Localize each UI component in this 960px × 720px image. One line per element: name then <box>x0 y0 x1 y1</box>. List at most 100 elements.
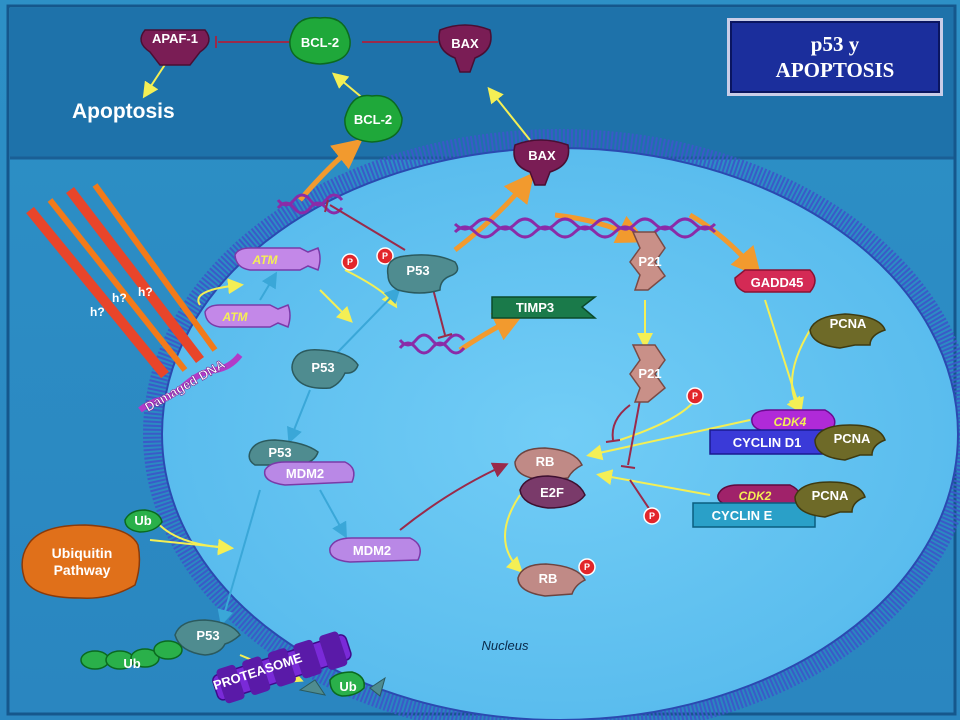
label-p53-phos: P53 <box>406 263 429 278</box>
nuclear-envelope <box>143 129 960 720</box>
label-h3: h? <box>90 305 105 319</box>
arrow-atm-p53 <box>319 289 353 323</box>
label-pcna-mid: PCNA <box>834 431 871 446</box>
label-ubiquitin-2: Pathway <box>54 562 111 578</box>
atm-upper-protein <box>234 247 321 271</box>
label-p-cdk4: P <box>692 391 698 401</box>
phosphate-p53 <box>376 247 394 265</box>
label-ub-chain: Ub <box>123 656 140 671</box>
phosphate-atm <box>341 253 359 271</box>
arrow-to-p21 <box>554 212 648 243</box>
p21-bottom-protein <box>629 344 667 403</box>
damaged-dna-strand <box>138 353 243 413</box>
label-h1: h? <box>138 285 153 299</box>
arrow-to-bax <box>453 172 535 252</box>
label-p-rb: P <box>584 562 590 572</box>
label-pcna-top: PCNA <box>830 316 867 331</box>
arrow-bax-bax <box>487 86 531 141</box>
bax-top-protein <box>438 24 492 73</box>
pcna-top-protein <box>809 313 886 349</box>
arrow-p53-to-mdm2 <box>287 389 311 444</box>
inhibit-p53-bcl2 <box>329 204 406 251</box>
label-pcna-bottom: PCNA <box>812 488 849 503</box>
phosphate-rb <box>578 558 596 576</box>
p53-mid-protein <box>291 349 359 390</box>
arrow-p53-to-p53phos <box>334 287 401 356</box>
arrow-bcl2-bcl2 <box>331 72 366 101</box>
ubiquitin-pathway-blob <box>21 524 141 599</box>
label-atm-lower: ATM <box>221 310 248 324</box>
phosphate-cdk4 <box>686 387 704 405</box>
ub-bottom-fragments <box>298 671 386 697</box>
label-p21-bottom: P21 <box>638 366 661 381</box>
label-cyclin-d1: CYCLIN D1 <box>733 435 802 450</box>
atm-lower-protein <box>204 304 291 328</box>
label-rb: RB <box>536 454 555 469</box>
label-bcl2-top: BCL-2 <box>301 35 339 50</box>
label-bax-nucleus: BAX <box>528 148 556 163</box>
inhibit-p21-cdk2 <box>627 399 641 466</box>
bcl2-nucleus-protein <box>344 94 403 143</box>
label-h2: h? <box>112 291 127 305</box>
label-apaf1: APAF-1 <box>152 31 198 46</box>
label-atm-upper: ATM <box>251 253 278 267</box>
arrow-gadd45-cdk4 <box>764 299 804 414</box>
label-p53-deg: P53 <box>196 628 219 643</box>
ub-top-protein <box>124 509 163 533</box>
proteasome <box>212 631 352 704</box>
cdk2-cyclin-e-complex <box>692 481 866 528</box>
label-ub-bottom: Ub <box>339 679 356 694</box>
bax-nucleus-protein <box>513 139 570 186</box>
label-bcl2-nucleus: BCL-2 <box>354 112 392 127</box>
arrow-atm-up <box>259 271 278 301</box>
arrow-p53-deg <box>217 489 261 626</box>
inhibit-mdm2-rb <box>399 462 509 531</box>
label-mdm2-free: MDM2 <box>353 543 391 558</box>
inhibit-p21-cdk4 <box>611 404 631 441</box>
label-p53-mid: P53 <box>311 360 334 375</box>
label-apoptosis: Apoptosis <box>72 100 175 123</box>
p53-phos-protein <box>386 254 459 294</box>
damage-rays <box>26 183 218 379</box>
label-p-p53: P <box>382 251 388 261</box>
label-gadd45: GADD45 <box>751 275 804 290</box>
label-cyclin-e: CYCLIN E <box>712 508 773 523</box>
label-e2f: E2F <box>540 485 564 500</box>
arrow-to-timp3 <box>458 313 525 353</box>
label-ubiquitin-1: Ubiquitin <box>52 545 113 561</box>
rb-e2f-complex <box>514 447 586 509</box>
label-timp3: TIMP3 <box>516 300 554 315</box>
label-p-cdk2: P <box>649 511 655 521</box>
inhibit-p-cdk2 <box>629 479 651 511</box>
rb-phos-protein <box>517 563 587 597</box>
label-p21-top: P21 <box>638 254 661 269</box>
mdm2-free-protein <box>329 537 421 563</box>
gadd45-protein <box>734 269 816 293</box>
label-ub-top: Ub <box>134 513 151 528</box>
label-rb-p: RB <box>539 571 558 586</box>
ub-chain <box>80 640 183 670</box>
p21-top-protein <box>629 231 667 291</box>
label-bax-top: BAX <box>451 36 479 51</box>
arrow-to-gadd45 <box>688 212 762 278</box>
inhibit-p53-timp3dna <box>431 284 446 336</box>
arrow-pcna-cdk4 <box>786 329 811 414</box>
label-mdm2-complex: MDM2 <box>286 466 324 481</box>
title-line-2: APOPTOSIS <box>775 58 895 82</box>
arrow-cdk2-rb <box>596 469 711 496</box>
dna-strands <box>276 193 717 355</box>
arrow-to-bcl2 <box>298 138 363 202</box>
phosphate-cdk2 <box>643 507 661 525</box>
arrow-mdm2-free <box>319 489 347 539</box>
arrow-atm-atm <box>197 278 244 306</box>
timp3-protein <box>491 296 598 319</box>
label-cdk4: CDK4 <box>774 415 807 429</box>
title-line-1: p53 y <box>810 32 860 56</box>
p53-mdm2-complex <box>248 439 355 486</box>
cdk4-cyclin-d1-complex <box>709 409 886 461</box>
arrow-cdk4-rb <box>586 419 751 461</box>
arrow-apaf1-apoptosis <box>142 59 169 99</box>
label-cdk2: CDK2 <box>739 489 772 503</box>
